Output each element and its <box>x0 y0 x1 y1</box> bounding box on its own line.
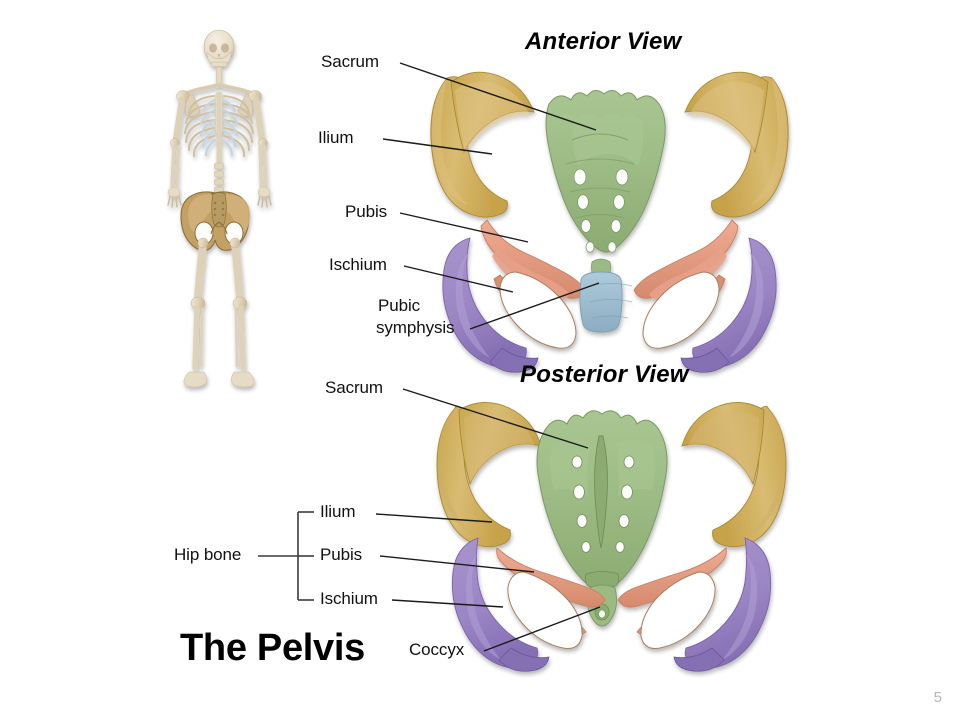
label-pubic-symphysis-line2: symphysis <box>376 318 455 337</box>
leader-line-sacrum-anterior <box>399 62 597 131</box>
skeleton-pelvis-highlight <box>180 191 250 251</box>
label-sacrum-posterior: Sacrum <box>325 378 383 397</box>
label-coccyx: Coccyx <box>409 640 465 659</box>
label-ischium-posterior: Ischium <box>320 589 378 608</box>
label-pubis-anterior: Pubis <box>345 202 388 221</box>
label-hip-bone: Hip bone <box>174 545 242 564</box>
pelvis-anterior-illustration <box>430 71 789 373</box>
page-title: The Pelvis <box>180 627 365 669</box>
leader-line-pubis-posterior <box>379 555 535 573</box>
leader-line-sacrum-posterior <box>402 388 589 449</box>
posterior-view-title: Posterior View <box>520 361 689 388</box>
pelvis-posterior-illustration <box>436 402 787 672</box>
anterior-view-title: Anterior View <box>525 28 682 55</box>
skeleton-figure <box>167 29 272 388</box>
leader-lines-anterior <box>382 62 600 330</box>
leader-line-ischium-posterior <box>391 599 504 608</box>
label-ilium-anterior: Ilium <box>318 128 354 147</box>
leader-line-coccyx <box>483 606 601 652</box>
leader-lines-posterior <box>375 388 601 652</box>
label-ischium-anterior: Ischium <box>329 255 387 274</box>
leader-line-pubis-anterior <box>399 212 529 243</box>
page-number: 5 <box>933 689 942 706</box>
label-ilium-posterior: Ilium <box>320 502 356 521</box>
label-pubis-posterior: Pubis <box>320 545 363 564</box>
hip-bone-bracket <box>258 511 314 601</box>
leader-line-pubic-symphysis <box>469 282 600 330</box>
leader-line-ilium-posterior <box>375 513 493 523</box>
label-pubic-symphysis-line1: Pubic <box>378 296 421 315</box>
leader-line-ischium-anterior <box>403 265 514 293</box>
label-sacrum-anterior: Sacrum <box>321 52 379 71</box>
leader-line-ilium-anterior <box>382 138 493 155</box>
